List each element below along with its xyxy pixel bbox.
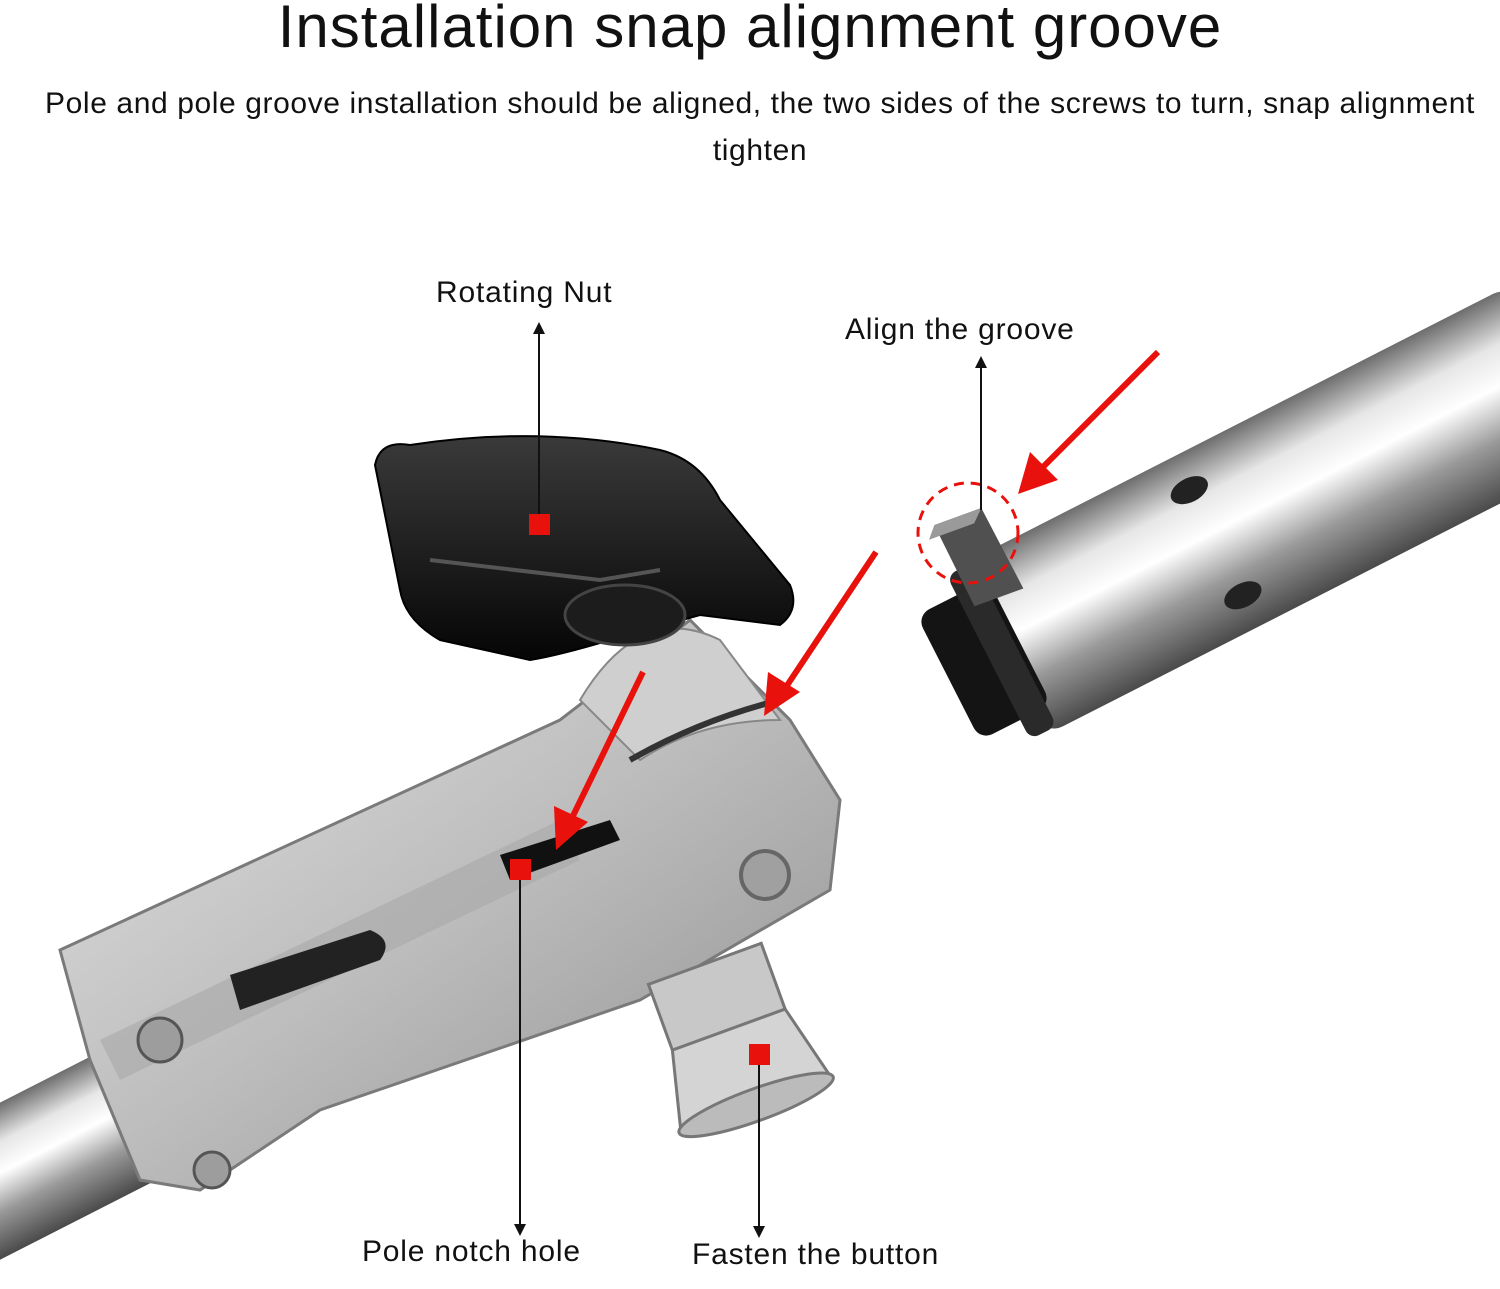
label-fasten-button: Fasten the button xyxy=(692,1238,940,1271)
label-pole-notch-hole: Pole notch hole xyxy=(362,1235,581,1268)
clamp-body xyxy=(58,618,842,1192)
right-pole xyxy=(916,291,1500,737)
label-rotating-nut: Rotating Nut xyxy=(436,276,613,309)
marker-fasten-button xyxy=(749,1044,770,1065)
red-arrow-split xyxy=(764,550,879,716)
rotating-nut-knob xyxy=(373,435,795,662)
red-arrow-groove xyxy=(1018,349,1161,494)
page-subtitle: Pole and pole groove installation should… xyxy=(45,87,1475,167)
page-title: Installation snap alignment groove xyxy=(277,0,1223,60)
label-align-groove: Align the groove xyxy=(845,313,1075,346)
side-hole xyxy=(739,849,791,901)
marker-rotating-nut xyxy=(529,514,550,535)
bolt-head xyxy=(136,1016,184,1064)
bottom-bolt xyxy=(192,1150,232,1190)
groove-tab xyxy=(929,508,1024,607)
red-arrow-notch xyxy=(554,670,646,850)
marker-pole-notch xyxy=(510,859,531,880)
fasten-button-part xyxy=(646,941,835,1139)
groove-highlight-circle xyxy=(916,481,1020,585)
